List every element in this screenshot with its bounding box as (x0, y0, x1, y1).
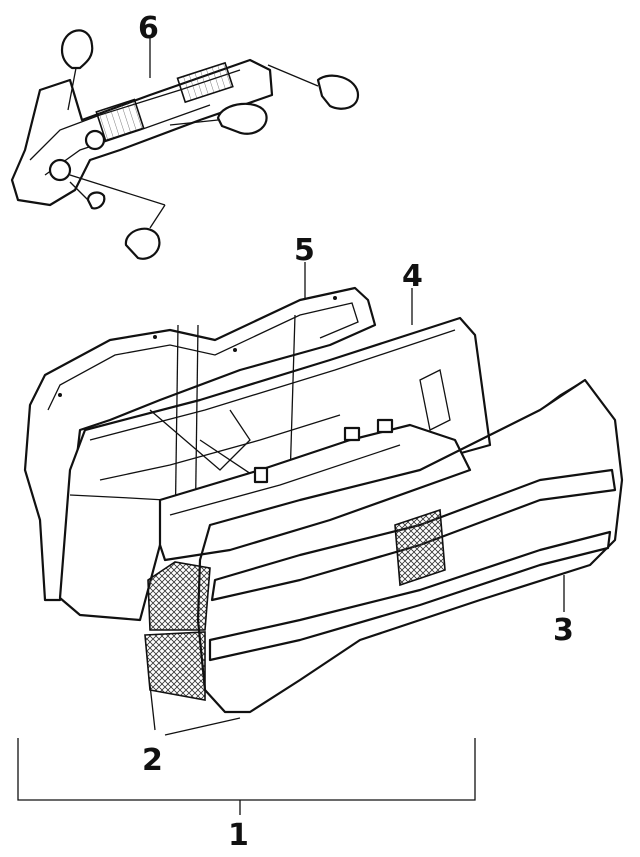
side-reflector-upper (147, 561, 211, 631)
callout-4: 4 (402, 259, 423, 294)
socket-harness-plate (10, 58, 274, 207)
callout-1: 1 (228, 818, 249, 853)
bulb-small (69, 181, 106, 210)
side-reflector-lower (144, 631, 206, 701)
callout-5: 5 (294, 233, 315, 268)
outer-lens (196, 378, 624, 714)
inner-lens (158, 418, 472, 562)
leader-lines (17, 38, 565, 815)
bulb-bottom (69, 174, 166, 260)
bulb-middle (169, 102, 268, 135)
callout-6: 6 (138, 11, 159, 46)
bulb-right (267, 64, 360, 110)
callout-2: 2 (142, 743, 163, 778)
callout-3: 3 (553, 613, 574, 648)
bulb-top (60, 29, 94, 111)
